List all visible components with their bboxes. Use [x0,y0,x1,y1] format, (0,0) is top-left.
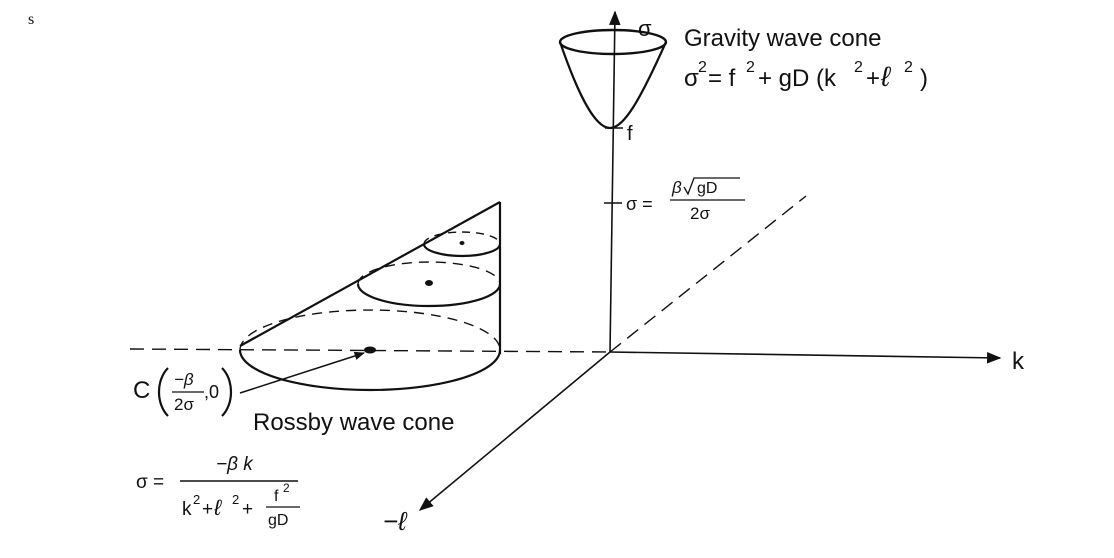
tick-beta: β [671,178,682,197]
sigma-axis-label: σ [638,16,652,41]
rossby-eq-den-ell: ℓ [213,495,222,520]
rossby-eq-num: −β k [216,454,254,475]
center-label-C: C [133,377,150,404]
rossby-cone-top-edge [239,201,501,347]
center-pointer-arrow [239,351,365,394]
rossby-small-back [423,231,501,245]
gravity-eq-ell: ℓ [880,61,892,92]
center-label-left-paren [157,367,169,417]
center-label-right-paren [221,367,233,417]
rossby-eq-lhs: σ = [136,472,164,493]
gravity-eq-sup-b: 2 [746,59,755,76]
k-axis [609,351,1002,364]
corner-mark: s [28,11,34,28]
gravity-eq-sup-d: 2 [904,59,913,76]
rossby-eq-den-plus1: + [202,499,213,520]
rossby-mid-back [357,261,501,285]
gravity-eq-close: ) [920,65,928,92]
center-label-rest: ,0 [204,382,219,402]
rossby-eq-den-sup2: 2 [232,492,239,507]
sigma-axis [609,10,621,353]
rossby-eq-den-gD: gD [268,512,288,529]
k-axis-negative-dashed [129,348,611,353]
tick-denominator: 2σ [690,204,710,223]
rossby-eq-den-fsup: 2 [283,481,290,495]
gravity-eq-part1: = f [708,65,736,92]
rossby-eq-den-plus2: + [242,499,253,520]
rossby-mid-front [356,283,502,308]
rossby-eq-den-f: f [274,488,279,505]
gravity-eq-plus: + [866,65,880,92]
gravity-eq-sigma: σ [684,65,699,92]
rossby-base-front [238,349,502,392]
gravity-cone-title: Gravity wave cone [684,25,881,52]
rossby-small-center-dot [459,241,465,245]
gravity-cone-rim [558,28,668,56]
l-axis [418,351,611,511]
rossby-base-center-dot [364,346,376,354]
gravity-eq-part2: + gD (k [758,65,837,92]
center-label-num: −β [174,370,194,389]
center-label-den: 2σ [174,395,194,414]
rossby-eq-den-k: k [182,499,192,520]
gravity-eq-sup-c: 2 [854,59,863,76]
l-axis-positive-dashed [609,195,807,353]
rossby-base-back [239,309,501,351]
center-label: C −β 2σ ,0 [133,367,233,417]
rossby-eq-den-sup1: 2 [193,492,200,507]
rossby-dispersion-eq: σ = −β k k 2 + ℓ 2 + f 2 gD [136,454,300,529]
tick-sqrt-gD: gD [697,180,717,197]
k-axis-label: k [1012,348,1025,375]
rossby-cone-title: Rossby wave cone [253,409,454,436]
l-axis-label: −ℓ [383,506,408,536]
gravity-dispersion-eq: σ 2 = f 2 + gD (k 2 + ℓ 2 ) [684,59,928,92]
tick-f-label: f [627,123,633,145]
gravity-eq-sup: 2 [698,59,707,76]
tick-sigma-eq: σ = [626,194,653,214]
rossby-mid-center-dot [425,280,433,286]
rossby-small-front [422,243,502,258]
sqrt-sign [683,177,740,196]
gravity-cone-surface [558,41,668,130]
